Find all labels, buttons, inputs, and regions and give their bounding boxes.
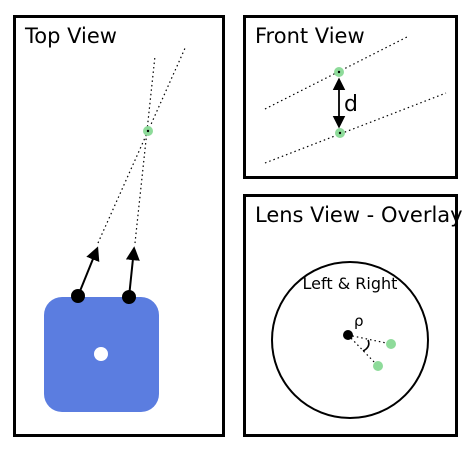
lens-center-point	[343, 330, 353, 340]
angle-label: ρ	[354, 312, 364, 330]
upper-point-core	[337, 70, 341, 74]
lens-view-drawing: Left & Right ρ	[271, 261, 429, 419]
target-point-core	[146, 129, 150, 133]
right-camera-point	[122, 290, 136, 304]
lens-view-title: Lens View - Overlay	[255, 203, 463, 227]
front-view-title: Front View	[255, 24, 365, 48]
front-view-drawing: d	[264, 36, 447, 164]
left-direction-arrow	[77, 246, 100, 297]
upper-ray	[347, 334, 392, 345]
lens-caption: Left & Right	[303, 274, 398, 293]
lens-left-point	[373, 361, 383, 371]
distance-label: d	[344, 92, 358, 117]
lens-view-panel: Lens View - Overlay	[243, 194, 463, 437]
left-sight-line	[97, 45, 187, 244]
device-center-dot	[94, 347, 108, 361]
top-view-title: Top View	[25, 24, 117, 48]
lower-dotted-line	[264, 92, 447, 164]
top-view-drawing	[44, 45, 187, 412]
lens-right-point	[386, 339, 396, 349]
right-sight-line	[134, 55, 156, 244]
front-view-panel: Front View	[243, 15, 458, 179]
lower-point-core	[338, 131, 342, 135]
angle-arc	[362, 339, 370, 352]
lens-circle	[271, 261, 429, 419]
right-direction-arrow	[125, 246, 140, 298]
left-camera-point	[71, 289, 85, 303]
